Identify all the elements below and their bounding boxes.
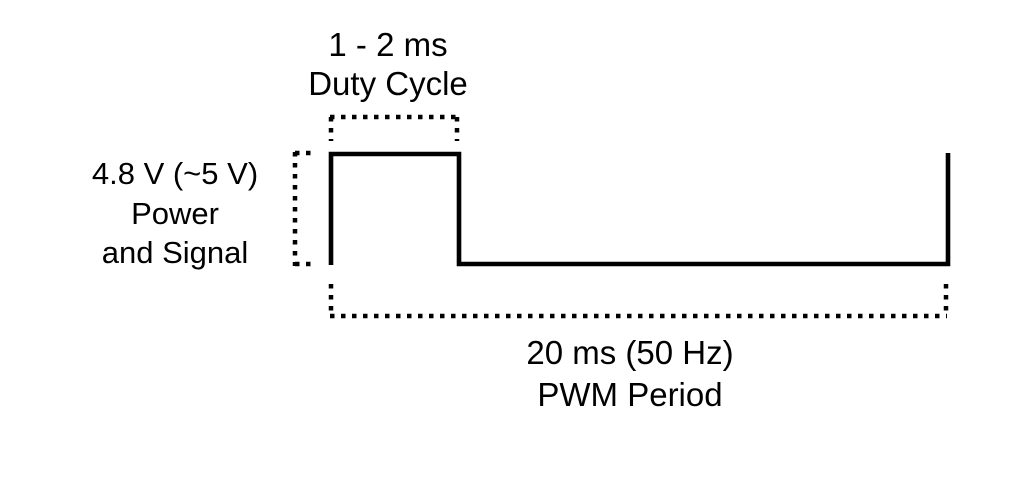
pwm-period-duration-text: 20 ms (50 Hz) <box>526 334 734 371</box>
pwm-period-label: 20 ms (50 Hz) PWM Period <box>526 336 733 411</box>
pwm-period-bracket <box>328 284 949 319</box>
voltage-power-text: Power <box>131 195 219 231</box>
duty-cycle-label: 1 - 2 ms Duty Cycle <box>308 28 468 100</box>
voltage-signal-text: and Signal <box>101 235 249 271</box>
duty-cycle-name-text: Duty Cycle <box>308 64 468 102</box>
voltage-label: 4.8 V (~5 V) Power and Signal <box>92 158 258 269</box>
pwm-waveform-trace <box>328 151 951 267</box>
duty-cycle-bracket <box>328 114 460 141</box>
duty-cycle-duration-text: 1 - 2 ms <box>328 26 448 63</box>
voltage-value-text: 4.8 V (~5 V) <box>91 156 259 191</box>
pwm-period-name-text: PWM Period <box>537 375 723 413</box>
voltage-bracket <box>292 150 313 267</box>
